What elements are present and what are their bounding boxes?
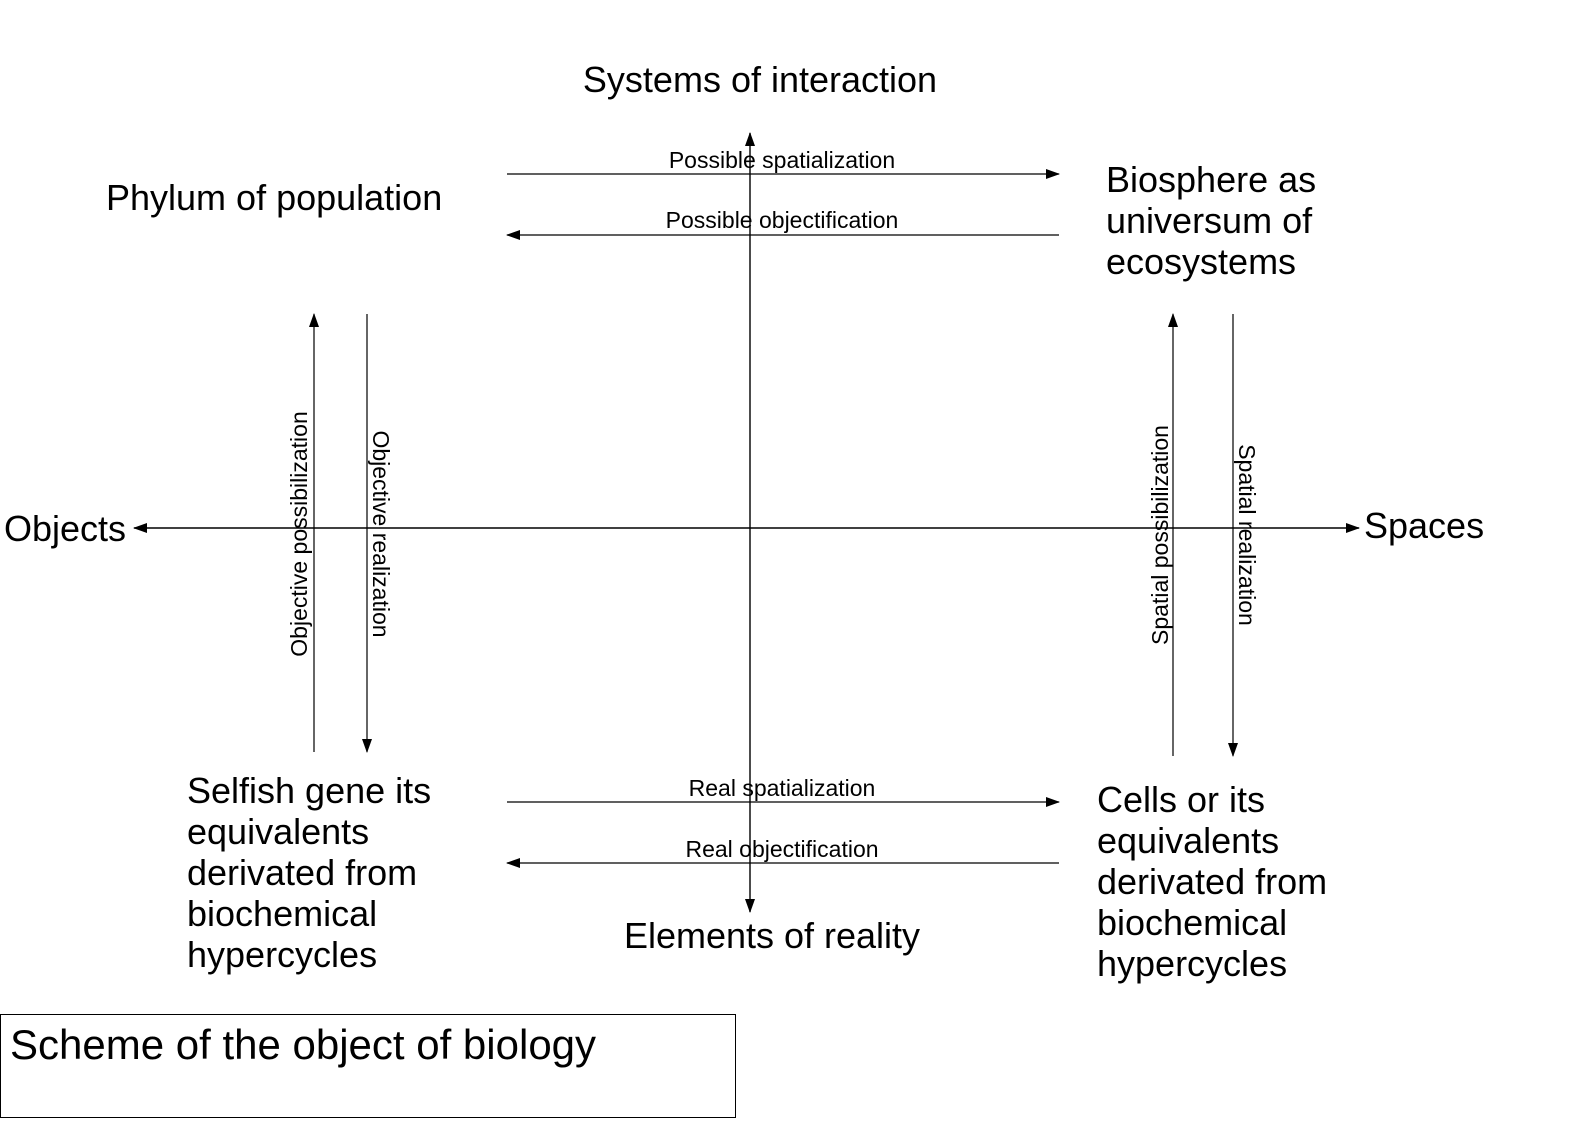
real-spatialization-label: Real spatialization	[689, 775, 876, 801]
possible-objectification-label: Possible objectification	[666, 207, 899, 233]
node-top-right-line: universum of	[1106, 200, 1313, 241]
axis-label-top: Systems of interaction	[583, 59, 937, 100]
node-bottom-left-line: biochemical	[187, 893, 377, 934]
caption-title: Scheme of the object of biology	[10, 1021, 597, 1068]
node-bottom-right-line: Cells or its	[1097, 779, 1265, 820]
node-bottom-left: Selfish gene its equivalents derivated f…	[187, 770, 441, 975]
objective-realization-label: Objective realization	[368, 430, 394, 637]
real-objectification-label: Real objectification	[685, 836, 878, 862]
node-bottom-left-line: hypercycles	[187, 934, 377, 975]
node-bottom-right-line: derivated from	[1097, 861, 1327, 902]
spatial-realization-label: Spatial realization	[1234, 444, 1260, 626]
node-top-left: Phylum of population	[106, 177, 442, 218]
axis-label-left: Objects	[4, 508, 126, 549]
objective-possibilization-label: Objective possibilization	[286, 411, 312, 656]
spatial-possibilization-label: Spatial possibilization	[1147, 425, 1173, 645]
node-bottom-left-line: equivalents	[187, 811, 369, 852]
caption-box: Scheme of the object of biology	[0, 1014, 736, 1118]
node-top-left-line: Phylum of population	[106, 177, 442, 218]
possible-spatialization-label: Possible spatialization	[669, 147, 895, 173]
axis-label-bottom: Elements of reality	[624, 915, 920, 956]
node-bottom-left-line: derivated from	[187, 852, 417, 893]
node-bottom-right: Cells or its equivalents derivated from …	[1097, 779, 1337, 984]
node-bottom-right-line: hypercycles	[1097, 943, 1287, 984]
axis-label-right: Spaces	[1364, 505, 1484, 546]
node-bottom-right-line: equivalents	[1097, 820, 1279, 861]
node-top-right-line: ecosystems	[1106, 241, 1296, 282]
node-bottom-right-line: biochemical	[1097, 902, 1287, 943]
node-bottom-left-line: Selfish gene its	[187, 770, 431, 811]
node-top-right: Biosphere as universum of ecosystems	[1106, 159, 1326, 282]
node-top-right-line: Biosphere as	[1106, 159, 1316, 200]
